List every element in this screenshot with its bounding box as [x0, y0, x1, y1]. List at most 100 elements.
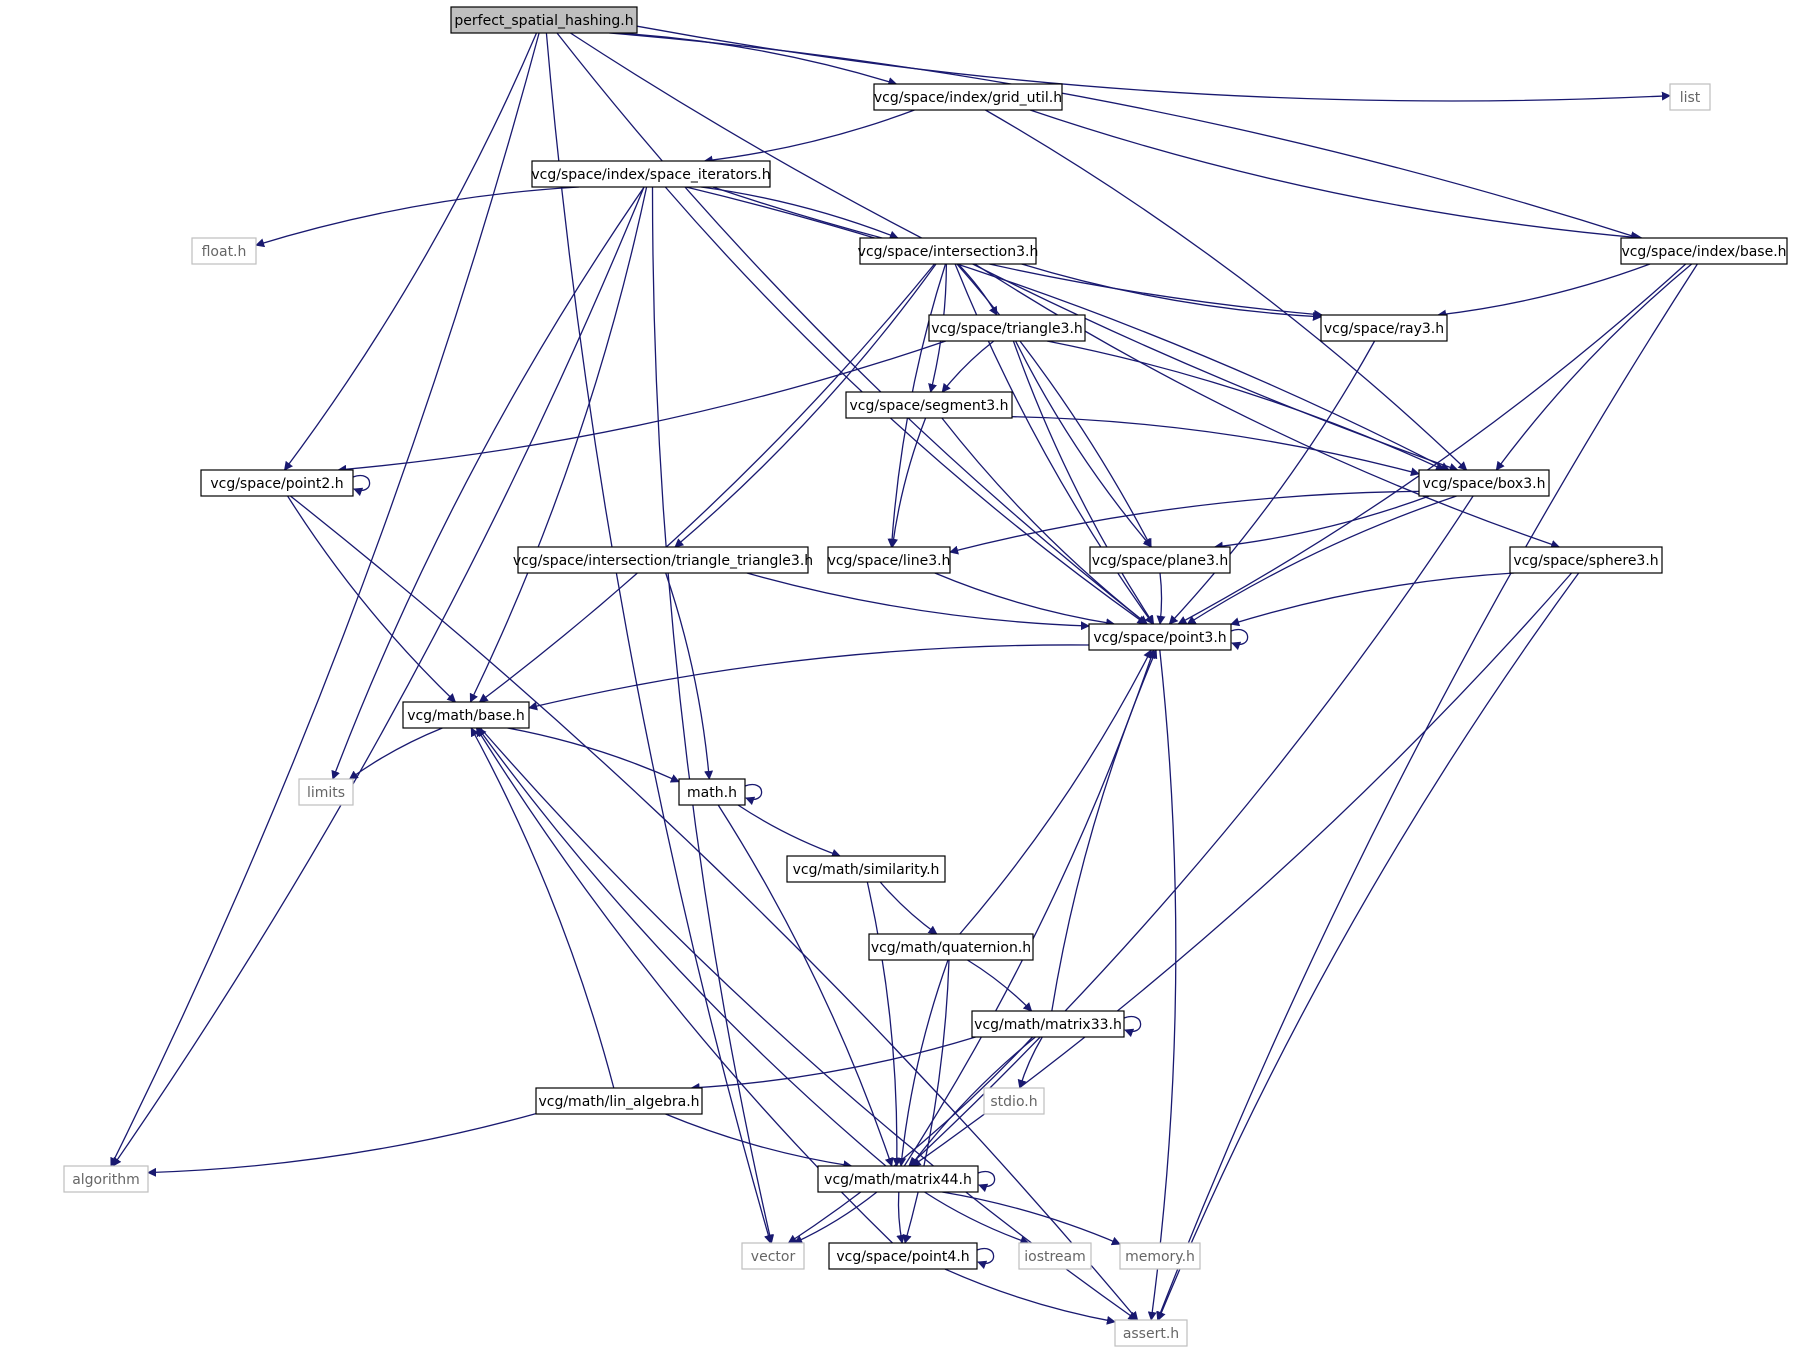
node-box	[402, 701, 530, 729]
dependency-edge	[685, 186, 1450, 471]
node-box	[859, 237, 1037, 265]
dependency-edge	[1230, 572, 1515, 627]
dependency-edge	[793, 1191, 878, 1244]
node-label: vcg/space/point3.h	[1093, 630, 1226, 646]
dependency-edge	[665, 1113, 853, 1170]
dependency-edge	[902, 959, 950, 1244]
dependency-edge	[147, 1112, 537, 1177]
node-box	[517, 546, 809, 574]
node-point3[interactable]: vcg/space/point3.h	[1088, 623, 1232, 651]
node-similarity[interactable]: vcg/math/similarity.h	[786, 855, 946, 883]
dependency-edge	[1495, 263, 1693, 471]
node-stdio: stdio.h	[983, 1087, 1045, 1115]
node-box	[786, 855, 946, 883]
node-point2[interactable]: vcg/space/point2.h	[200, 469, 354, 497]
node-label: vcg/space/ray3.h	[1324, 321, 1444, 337]
node-index-base[interactable]: vcg/space/index/base.h	[1620, 237, 1788, 265]
node-triangle3[interactable]: vcg/space/triangle3.h	[928, 314, 1086, 342]
node-label: vcg/space/intersection/triangle_triangle…	[513, 553, 813, 569]
dependency-edge	[977, 1170, 996, 1193]
node-label: iostream	[1024, 1249, 1086, 1265]
node-math-base[interactable]: vcg/math/base.h	[402, 701, 530, 729]
dependency-edge	[1051, 649, 1158, 1012]
dependency-edge	[949, 490, 1420, 555]
node-label: vcg/math/similarity.h	[793, 862, 940, 878]
node-label: assert.h	[1123, 1326, 1179, 1342]
node-math-h[interactable]: math.h	[678, 778, 746, 806]
dependency-edge	[287, 495, 457, 703]
dependency-edge	[712, 186, 1323, 319]
node-label: vcg/math/matrix33.h	[974, 1017, 1122, 1033]
dependency-edge	[944, 1268, 1116, 1325]
node-limits: limits	[298, 778, 354, 806]
node-label: vcg/space/intersection3.h	[858, 244, 1039, 260]
dependency-edge	[609, 32, 1640, 240]
node-box	[1119, 1242, 1201, 1270]
dependency-edge	[651, 186, 775, 1244]
dependency-edge	[897, 959, 949, 1167]
dependency-edge	[1046, 340, 1445, 471]
node-space-iterators[interactable]: vcg/space/index/space_iterators.h	[531, 160, 771, 188]
node-line3[interactable]: vcg/space/line3.h	[827, 546, 951, 574]
node-box	[1088, 623, 1232, 651]
node-label: vcg/space/sphere3.h	[1513, 553, 1658, 569]
node-perfect-spatial-hashing[interactable]: perfect_spatial_hashing.h	[450, 6, 638, 34]
dependency-edge	[470, 727, 615, 1089]
dependency-edge	[1156, 263, 1698, 1321]
node-matrix33[interactable]: vcg/math/matrix33.h	[971, 1010, 1125, 1038]
dependency-edge	[703, 109, 915, 165]
dependency-edge	[787, 1036, 1034, 1244]
dependency-edge	[478, 263, 936, 703]
dependency-edge	[911, 572, 1573, 1167]
node-box3[interactable]: vcg/space/box3.h	[1418, 469, 1550, 497]
dependency-edge	[1123, 1015, 1142, 1038]
dependency-edge	[255, 186, 579, 248]
node-label: vcg/space/point2.h	[210, 476, 343, 492]
node-vector: vector	[741, 1242, 805, 1270]
node-float-h: float.h	[191, 237, 257, 265]
dependency-edge	[664, 186, 1147, 625]
node-matrix44[interactable]: vcg/math/matrix44.h	[817, 1165, 979, 1193]
dependency-edge	[1011, 416, 1420, 477]
node-point4[interactable]: vcg/space/point4.h	[828, 1242, 978, 1270]
dependency-edge	[1147, 649, 1177, 1321]
dependency-edge	[934, 572, 1116, 628]
node-ray3[interactable]: vcg/space/ray3.h	[1320, 314, 1448, 342]
node-box	[1089, 546, 1231, 574]
node-label: vcg/math/quaternion.h	[871, 940, 1031, 956]
node-box	[873, 83, 1063, 111]
node-sphere3[interactable]: vcg/space/sphere3.h	[1509, 546, 1663, 574]
node-tri-tri3[interactable]: vcg/space/intersection/triangle_triangle…	[513, 546, 813, 574]
dependency-edge	[1157, 572, 1580, 1321]
dependency-edge	[967, 959, 1033, 1012]
node-intersection3[interactable]: vcg/space/intersection3.h	[858, 237, 1039, 265]
node-box	[827, 546, 951, 574]
node-label: vcg/space/index/base.h	[1621, 244, 1786, 260]
dependency-edge	[331, 186, 645, 780]
node-box	[741, 1242, 805, 1270]
dependency-edge	[283, 32, 538, 471]
dependency-edge	[1021, 263, 1322, 321]
node-box	[1320, 314, 1448, 342]
dependency-edge	[674, 263, 937, 548]
node-quaternion[interactable]: vcg/math/quaternion.h	[868, 933, 1034, 961]
node-box	[678, 778, 746, 806]
node-box	[1509, 546, 1663, 574]
dependency-edge	[941, 417, 1148, 625]
dependency-edge	[737, 804, 841, 858]
node-label: perfect_spatial_hashing.h	[454, 13, 633, 29]
node-plane3[interactable]: vcg/space/plane3.h	[1089, 546, 1231, 574]
node-box	[1114, 1319, 1188, 1347]
node-lin-algebra[interactable]: vcg/math/lin_algebra.h	[535, 1087, 703, 1115]
node-segment3[interactable]: vcg/space/segment3.h	[845, 391, 1013, 419]
dependency-edge	[352, 474, 371, 497]
node-grid-util[interactable]: vcg/space/index/grid_util.h	[873, 83, 1063, 111]
dependency-edge	[337, 340, 947, 474]
node-label: memory.h	[1125, 1249, 1195, 1265]
node-label: vcg/space/point4.h	[836, 1249, 969, 1265]
node-label: vcg/space/index/grid_util.h	[874, 90, 1062, 106]
dependency-edge	[941, 340, 995, 393]
node-list: list	[1669, 83, 1711, 111]
dependency-edge	[746, 572, 1090, 631]
dependency-edge	[1213, 495, 1430, 551]
